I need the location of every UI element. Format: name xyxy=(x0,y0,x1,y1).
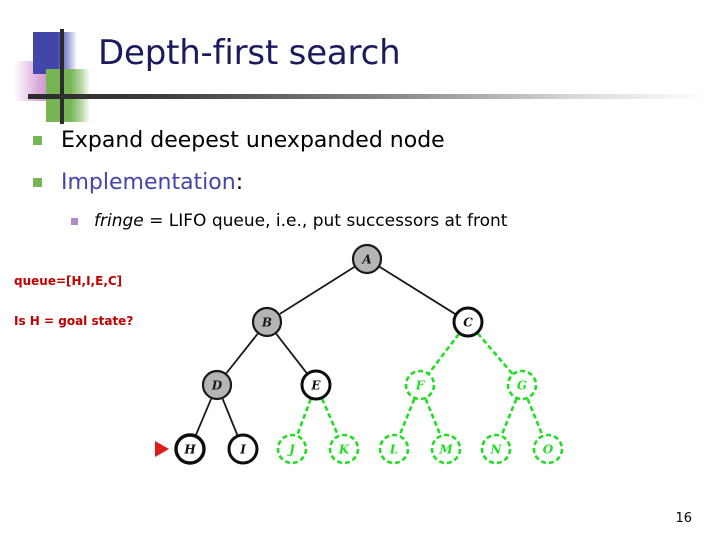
annotation-goal-question: Is H = goal state? xyxy=(14,314,134,328)
tree-node-O[interactable]: O xyxy=(532,433,564,465)
decor-square-blue xyxy=(33,32,77,74)
page-title: Depth-first search xyxy=(98,33,401,73)
tree-node-B[interactable]: B xyxy=(251,306,283,338)
tree-edge-D-I xyxy=(221,398,239,436)
tree-node-circle-F xyxy=(404,369,436,401)
sub-bullet-rest: = LIFO queue, i.e., put successors at fr… xyxy=(143,211,508,231)
tree-node-circle-K xyxy=(328,433,360,465)
bullet-item-1: Expand deepest unexpanded node xyxy=(33,128,445,153)
bullet-label-1: Expand deepest unexpanded node xyxy=(61,128,445,153)
tree-edge-F-M xyxy=(424,398,442,436)
tree-node-label-M: M xyxy=(438,443,453,457)
tree-node-label-J: J xyxy=(287,443,296,457)
sub-bullet-emphasis: fringe xyxy=(94,211,144,231)
sub-bullet-square-icon xyxy=(71,217,78,225)
tree-node-label-E: E xyxy=(310,379,321,393)
tree-edge-B-D xyxy=(225,333,259,374)
tree-node-circle-J xyxy=(276,433,308,465)
decor-horizontal-rule xyxy=(28,94,708,99)
tree-node-H[interactable]: H xyxy=(174,433,206,465)
tree-node-N[interactable]: N xyxy=(480,433,512,465)
tree-edge-F-L xyxy=(398,398,416,436)
tree-node-D[interactable]: D xyxy=(201,369,233,401)
tree-edge-A-C xyxy=(379,266,456,315)
bullet-label-2-punct: : xyxy=(235,170,244,195)
tree-edge-C-G xyxy=(476,332,514,375)
annotation-queue: queue=[H,I,E,C] xyxy=(14,274,123,288)
tree-node-circle-H xyxy=(174,433,206,465)
tree-nodes: A B C D E F G H I J K L M N O xyxy=(174,243,564,465)
tree-edge-G-N xyxy=(500,398,518,436)
tree-edge-E-K xyxy=(320,398,340,436)
decor-vertical-line xyxy=(60,29,64,124)
tree-node-G[interactable]: G xyxy=(506,369,538,401)
tree-node-circle-M xyxy=(430,433,462,465)
tree-node-circle-G xyxy=(506,369,538,401)
sub-bullet-label-1: fringe = LIFO queue, i.e., put successor… xyxy=(94,211,507,231)
tree-node-label-L: L xyxy=(389,443,398,457)
tree-node-label-C: C xyxy=(463,316,473,330)
tree-node-F[interactable]: F xyxy=(404,369,436,401)
tree-node-label-A: A xyxy=(361,253,371,267)
tree-node-circle-B xyxy=(251,306,283,338)
tree-node-label-H: H xyxy=(183,443,196,457)
tree-node-circle-C xyxy=(452,306,484,338)
tree-edge-G-O xyxy=(526,398,544,436)
tree-node-label-F: F xyxy=(415,379,426,393)
bullet-square-icon xyxy=(33,178,42,187)
tree-node-circle-A xyxy=(351,243,383,275)
tree-edge-B-E xyxy=(275,333,308,374)
page-number: 16 xyxy=(675,511,692,526)
tree-node-circle-I xyxy=(227,433,259,465)
bullet-item-2: Implementation: xyxy=(33,170,243,195)
tree-edge-D-H xyxy=(195,398,212,436)
tree-node-J[interactable]: J xyxy=(276,433,308,465)
tree-node-E[interactable]: E xyxy=(300,369,332,401)
bullet-label-2: Implementation xyxy=(61,170,236,195)
tree-edge-A-B xyxy=(279,266,355,315)
tree-node-label-I: I xyxy=(239,443,246,457)
tree-node-label-K: K xyxy=(338,443,350,457)
tree-node-I[interactable]: I xyxy=(227,433,259,465)
tree-node-label-B: B xyxy=(261,316,272,330)
tree-node-C[interactable]: C xyxy=(452,306,484,338)
tree-node-circle-D xyxy=(201,369,233,401)
tree-edges xyxy=(195,266,544,436)
tree-node-label-G: G xyxy=(517,379,527,393)
tree-node-circle-E xyxy=(300,369,332,401)
tree-node-label-O: O xyxy=(543,443,554,457)
tree-node-circle-N xyxy=(480,433,512,465)
tree-node-label-N: N xyxy=(490,443,503,457)
tree-node-label-D: D xyxy=(211,379,223,393)
tree-node-K[interactable]: K xyxy=(328,433,360,465)
tree-node-circle-L xyxy=(378,433,410,465)
tree-node-M[interactable]: M xyxy=(430,433,462,465)
tree-node-A[interactable]: A xyxy=(351,243,383,275)
tree-edge-C-F xyxy=(428,333,460,374)
tree-node-circle-O xyxy=(532,433,564,465)
tree-edge-E-J xyxy=(296,398,312,436)
bullet-square-icon xyxy=(33,136,42,145)
current-node-pointer-icon xyxy=(155,441,169,457)
tree-node-L[interactable]: L xyxy=(378,433,410,465)
sub-bullet-item-1: fringe = LIFO queue, i.e., put successor… xyxy=(71,211,507,231)
